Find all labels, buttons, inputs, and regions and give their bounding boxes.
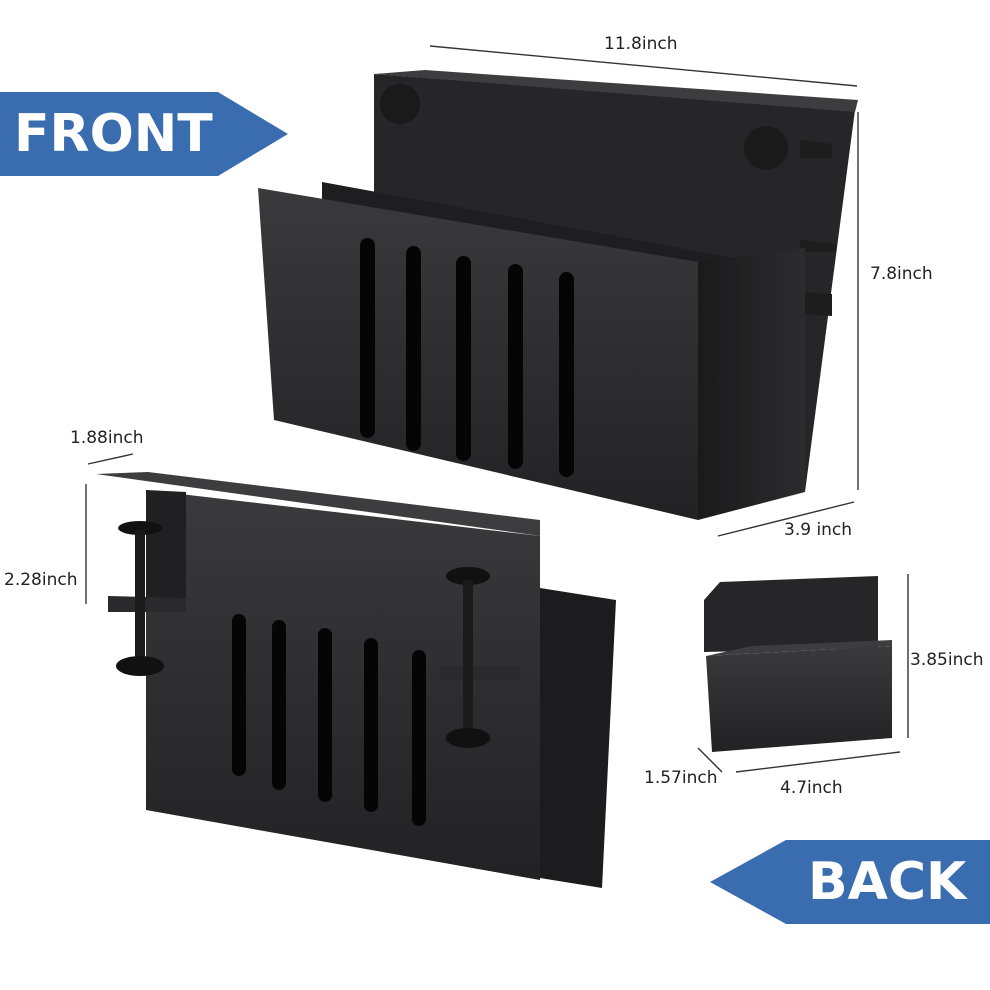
dimension-clamp-height: 2.28inch — [4, 570, 78, 590]
dimension-width-top: 11.8inch — [604, 34, 678, 54]
small-storage-cup — [704, 576, 892, 752]
dimension-clamp-depth: 1.88inch — [70, 428, 144, 448]
dimension-height-front: 7.8inch — [870, 264, 933, 284]
front-view-organizer — [258, 70, 858, 520]
front-badge — [0, 92, 288, 176]
dimension-lines — [85, 45, 909, 773]
back-badge — [710, 840, 990, 924]
front-badge-label: FRONT — [14, 104, 213, 164]
dimension-cup-height: 3.85inch — [910, 650, 984, 670]
dimension-depth-front: 3.9 inch — [784, 520, 853, 540]
back-badge-label: BACK — [808, 852, 967, 912]
dimension-cup-depth: 1.57inch — [644, 768, 718, 788]
dimension-cup-width: 4.7inch — [780, 778, 843, 798]
back-view-organizer — [96, 472, 616, 888]
